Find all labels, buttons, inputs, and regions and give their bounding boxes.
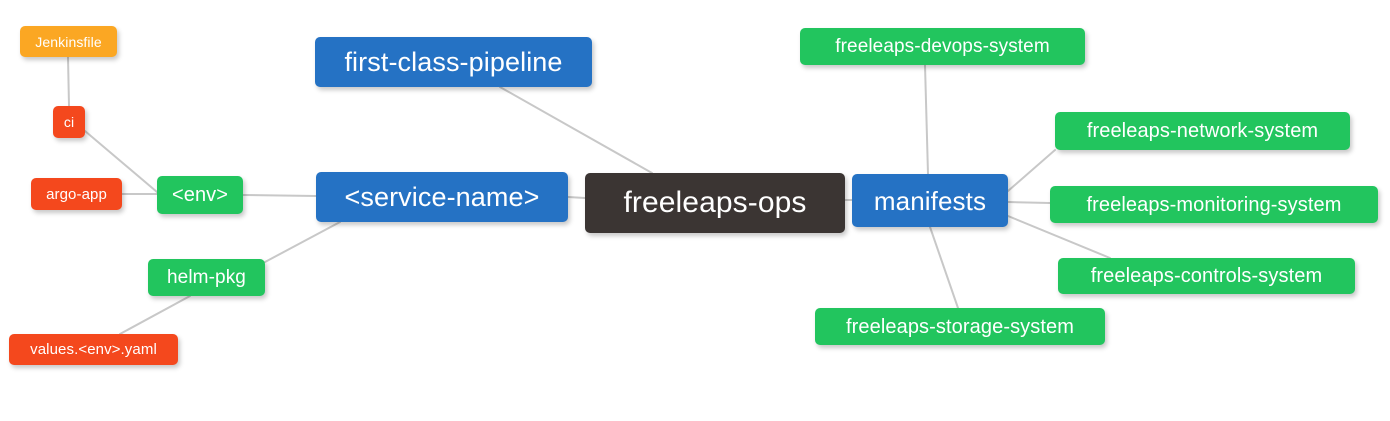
node-network-sys[interactable]: freeleaps-network-system: [1055, 112, 1350, 150]
edge-manifests-to-devops-sys: [924, 64, 929, 175]
edge-service-name-to-root: [567, 196, 586, 199]
edge-manifests-to-monitor-sys: [1007, 201, 1051, 204]
node-ci[interactable]: ci: [53, 106, 85, 138]
edge-jenkinsfile-to-ci: [67, 56, 70, 107]
node-helm-pkg[interactable]: helm-pkg: [148, 259, 265, 296]
edge-pipeline-to-root: [499, 86, 653, 174]
edge-values-yaml-to-helm-pkg: [119, 295, 191, 335]
node-storage-sys[interactable]: freeleaps-storage-system: [815, 308, 1105, 345]
node-env[interactable]: <env>: [157, 176, 243, 214]
node-pipeline[interactable]: first-class-pipeline: [315, 37, 592, 87]
node-jenkinsfile[interactable]: Jenkinsfile: [20, 26, 117, 57]
edge-manifests-to-storage-sys: [929, 226, 959, 309]
node-monitor-sys[interactable]: freeleaps-monitoring-system: [1050, 186, 1378, 223]
edge-helm-pkg-to-service-name: [264, 221, 341, 263]
node-argo-app[interactable]: argo-app: [31, 178, 122, 210]
edge-env-to-service-name: [242, 194, 317, 197]
node-manifests[interactable]: manifests: [852, 174, 1008, 227]
node-devops-sys[interactable]: freeleaps-devops-system: [800, 28, 1085, 65]
edge-manifests-to-network-sys: [1007, 149, 1056, 192]
node-service-name[interactable]: <service-name>: [316, 172, 568, 222]
node-root[interactable]: freeleaps-ops: [585, 173, 845, 233]
node-controls-sys[interactable]: freeleaps-controls-system: [1058, 258, 1355, 294]
node-values-yaml[interactable]: values.<env>.yaml: [9, 334, 178, 365]
